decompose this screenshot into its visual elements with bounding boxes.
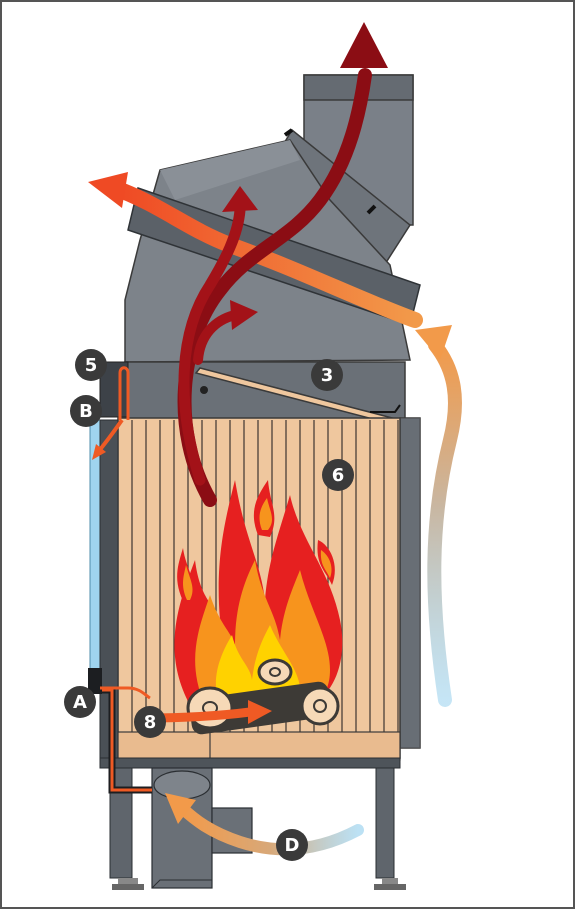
chamber-screw: [200, 386, 208, 394]
foot-left: [112, 884, 144, 890]
badge-5: 5: [75, 349, 107, 381]
log-end-top: [259, 660, 291, 684]
side-panel-shade: [400, 418, 420, 748]
log-end-left: [188, 688, 232, 728]
badge-6-label: 6: [332, 465, 345, 486]
badge-8: 8: [134, 706, 166, 738]
badge-b-label: B: [79, 401, 93, 422]
base-rail: [100, 758, 400, 768]
air-duct-opening: [154, 771, 210, 799]
badge-a: A: [64, 686, 96, 718]
badge-d-label: D: [285, 835, 300, 856]
badge-d: D: [276, 829, 308, 861]
badge-6: 6: [322, 459, 354, 491]
badge-b: B: [70, 395, 102, 427]
badge-3-label: 3: [321, 365, 334, 386]
firebox-floor: [118, 732, 400, 760]
log-end-right: [302, 688, 338, 724]
foot-right: [374, 884, 406, 890]
leg-right: [376, 768, 394, 878]
badge-8-label: 8: [144, 712, 157, 733]
badge-3: 3: [311, 359, 343, 391]
badge-5-label: 5: [85, 355, 98, 376]
badge-a-label: A: [73, 692, 87, 713]
